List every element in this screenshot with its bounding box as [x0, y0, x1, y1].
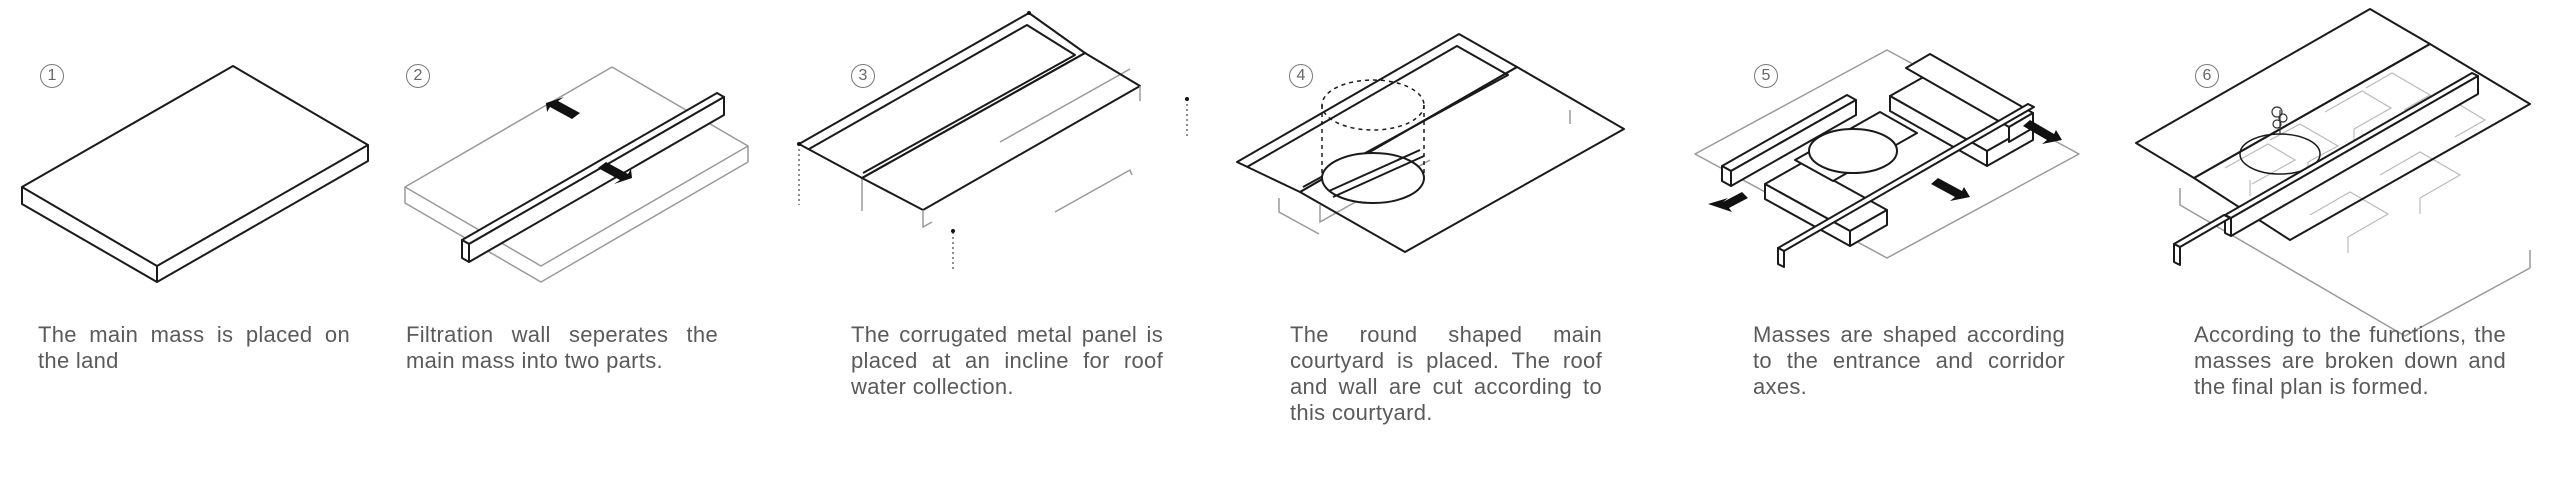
step-3-caption: The corrugated metal panel is placed at …	[851, 322, 1163, 399]
step-2-number: 2	[406, 64, 430, 88]
step-5-number: 5	[1754, 64, 1778, 88]
room-partition-6	[2309, 191, 2390, 238]
step-1-main-mass-drawing	[21, 65, 369, 283]
step-4-caption: The round shaped main courtyard is place…	[1290, 322, 1602, 425]
entrance-arrow-bottom	[1931, 178, 1970, 201]
step-3-panel: 3	[790, 0, 1220, 504]
step-5-shaped-masses-drawing	[1694, 49, 2080, 268]
step-2-caption: Filtration wall seperates the main mass …	[406, 322, 718, 373]
room-partition-2	[2269, 123, 2340, 163]
step-3-number: 3	[851, 64, 875, 88]
push-arrow-right	[598, 162, 632, 184]
step-3-corrugated-panel-drawing	[797, 11, 1189, 272]
final-filtration-wall-lower	[2173, 214, 2231, 248]
room-partition-3	[2324, 90, 2393, 130]
roof-panel-right	[861, 52, 1141, 211]
push-arrow-left	[546, 97, 580, 119]
main-mass-front-edge	[21, 145, 369, 283]
roof-inner-edge	[808, 24, 1076, 174]
main-mass-top	[21, 65, 369, 267]
entrance-arrow-left	[1708, 192, 1748, 212]
step-2-panel: 2 Filtration wall seperates the main mas…	[400, 0, 820, 504]
courtyard-tree-icon	[2271, 106, 2288, 135]
room-partition-1	[2224, 143, 2297, 185]
step-5-panel: 5	[1690, 0, 2110, 504]
step-6-panel: 6	[2130, 0, 2560, 504]
room-partition-5	[2379, 151, 2462, 199]
step-4-panel: 4 The ro	[1230, 0, 1650, 504]
courtyard-cut	[1808, 128, 1898, 174]
entrance-arrow-right	[2023, 120, 2062, 144]
step-6-final-plan-drawing	[2135, 8, 2531, 337]
filtration-wall-top	[461, 92, 725, 245]
room-partition-4	[2365, 72, 2432, 111]
step-6-number: 6	[2195, 64, 2219, 88]
final-filtration-wall-top	[2224, 72, 2479, 219]
ghost-mass-top	[404, 66, 749, 267]
roof-panel-left	[798, 12, 1086, 179]
step-1-caption: The main mass is placed on the land	[38, 322, 350, 373]
step-6-caption: According to the functions, the masses a…	[2194, 322, 2506, 399]
step-2-filtration-wall-drawing	[404, 66, 749, 283]
step-4-number: 4	[1289, 64, 1313, 88]
step-1-panel: 1 The main mass is placed on the land	[0, 0, 400, 504]
step-4-round-courtyard-drawing	[1236, 33, 1625, 253]
step-1-number: 1	[40, 64, 64, 88]
filtration-wall-face	[461, 239, 470, 263]
step-5-caption: Masses are shaped according to the entra…	[1753, 322, 2065, 399]
